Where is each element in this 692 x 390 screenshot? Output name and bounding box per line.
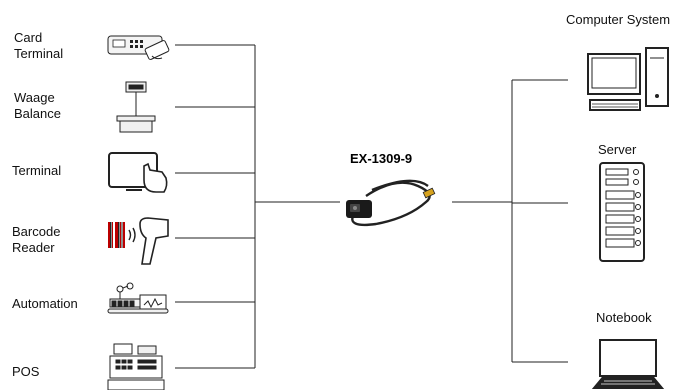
right-label-server: Server: [598, 142, 637, 157]
left-label-scale: Waage Balance: [14, 90, 61, 121]
right-connectors: [452, 79, 568, 363]
barcode-scanner-icon: [108, 217, 169, 265]
left-label-card-terminal: Card Terminal: [14, 30, 64, 61]
left-label-automation: Automation: [12, 296, 78, 311]
desktop-computer-icon: [587, 47, 669, 111]
left-label-barcode-reader: Barcode Reader: [12, 224, 61, 255]
touch-terminal-icon: [108, 152, 168, 193]
left-connectors: [175, 44, 340, 369]
right-label-computer-system: Computer System: [566, 12, 671, 27]
usb-serial-adapter-image: [346, 179, 436, 227]
scale-icon: [116, 81, 156, 133]
right-label-notebook: Notebook: [596, 310, 652, 325]
device-model-label: EX-1309-9: [350, 151, 413, 166]
conveyor-robot-icon: [107, 282, 169, 314]
cash-register-icon: [107, 343, 165, 390]
card-terminal-icon: [107, 35, 170, 60]
left-label-terminal: Terminal: [12, 163, 62, 178]
server-rack-icon: [599, 162, 645, 262]
laptop-icon: [591, 339, 665, 389]
left-label-pos: POS: [12, 364, 40, 379]
